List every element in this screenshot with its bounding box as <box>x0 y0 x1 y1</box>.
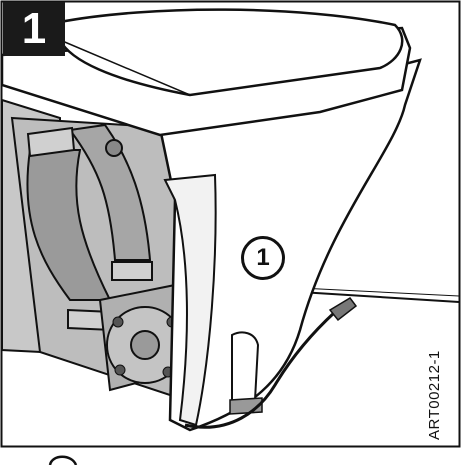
bowl-body <box>158 58 422 432</box>
base-opening <box>231 331 260 407</box>
hose-clamp-3 <box>26 126 76 158</box>
power-cable <box>184 310 337 429</box>
floor-line-back <box>299 287 460 297</box>
hose-clamp-2 <box>111 261 153 281</box>
cable-connector <box>328 297 358 322</box>
lid-edge <box>59 39 381 96</box>
toilet-lid <box>58 8 404 97</box>
pump-hub <box>130 330 160 360</box>
callout-marker: 1 <box>241 236 285 280</box>
pump-screw-3 <box>114 364 126 376</box>
pump-screw-1 <box>112 316 124 328</box>
callout-fragment <box>48 455 78 465</box>
bowl-edge <box>163 173 217 427</box>
art-number-label: ART00212-1 <box>426 350 443 440</box>
step-number-badge: 1 <box>3 2 65 56</box>
bolt <box>105 139 123 157</box>
floor-line <box>299 291 460 303</box>
